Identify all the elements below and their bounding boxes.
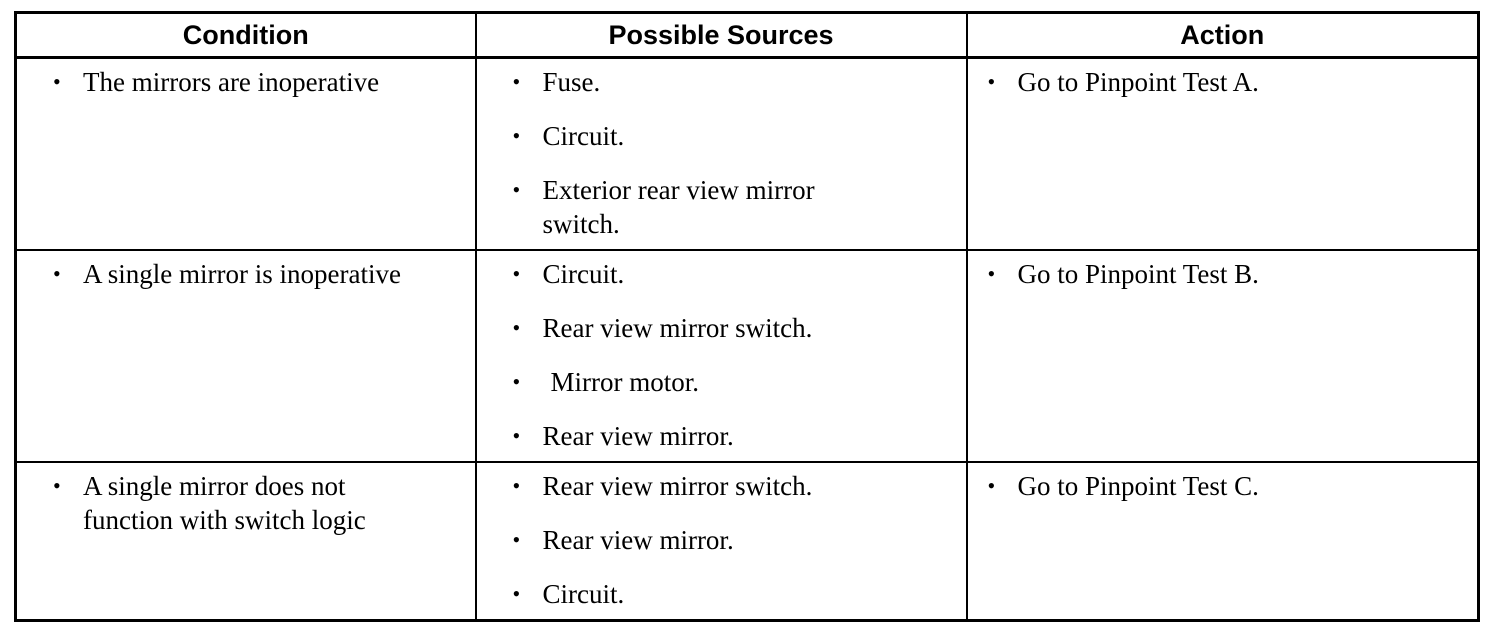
table-row: A single mirror does not function with s…	[14, 461, 1480, 622]
action-cell: Go to Pinpoint Test C.	[965, 461, 1480, 622]
source-item: Rear view mirror.	[513, 523, 956, 557]
source-item: Mirror motor.	[513, 365, 956, 399]
condition-cell: The mirrors are inoperative	[14, 56, 477, 251]
action-cell: Go to Pinpoint Test B.	[965, 249, 1480, 463]
condition-item: The mirrors are inoperative	[53, 65, 465, 99]
sources-cell: Fuse. Circuit. Exterior rear view mirror…	[474, 56, 968, 251]
source-item: Circuit.	[513, 577, 956, 611]
action-item: Go to Pinpoint Test C.	[988, 469, 1468, 503]
source-item: Circuit.	[513, 119, 956, 153]
header-condition: Condition	[14, 11, 477, 59]
source-item: Exterior rear view mirror switch.	[513, 173, 873, 241]
condition-item: A single mirror does not function with s…	[53, 469, 413, 537]
header-row: Condition Possible Sources Action	[14, 11, 1480, 59]
condition-cell: A single mirror is inoperative	[14, 249, 477, 463]
sources-cell: Rear view mirror switch. Rear view mirro…	[474, 461, 968, 622]
source-item: Circuit.	[513, 257, 956, 291]
sources-cell: Circuit. Rear view mirror switch. Mirror…	[474, 249, 968, 463]
source-item: Rear view mirror switch.	[513, 311, 956, 345]
source-item: Fuse.	[513, 65, 956, 99]
source-item: Rear view mirror switch.	[513, 469, 956, 503]
table-row: The mirrors are inoperative Fuse. Circui…	[14, 56, 1480, 251]
condition-item: A single mirror is inoperative	[53, 257, 465, 291]
action-item: Go to Pinpoint Test B.	[988, 257, 1468, 291]
header-action: Action	[965, 11, 1480, 59]
header-possible-sources: Possible Sources	[474, 11, 968, 59]
action-cell: Go to Pinpoint Test A.	[965, 56, 1480, 251]
action-item: Go to Pinpoint Test A.	[988, 65, 1468, 99]
table-row: A single mirror is inoperative Circuit. …	[14, 249, 1480, 463]
symptom-chart-table: Condition Possible Sources Action The mi…	[14, 11, 1480, 622]
source-item: Rear view mirror.	[513, 419, 956, 453]
condition-cell: A single mirror does not function with s…	[14, 461, 477, 622]
